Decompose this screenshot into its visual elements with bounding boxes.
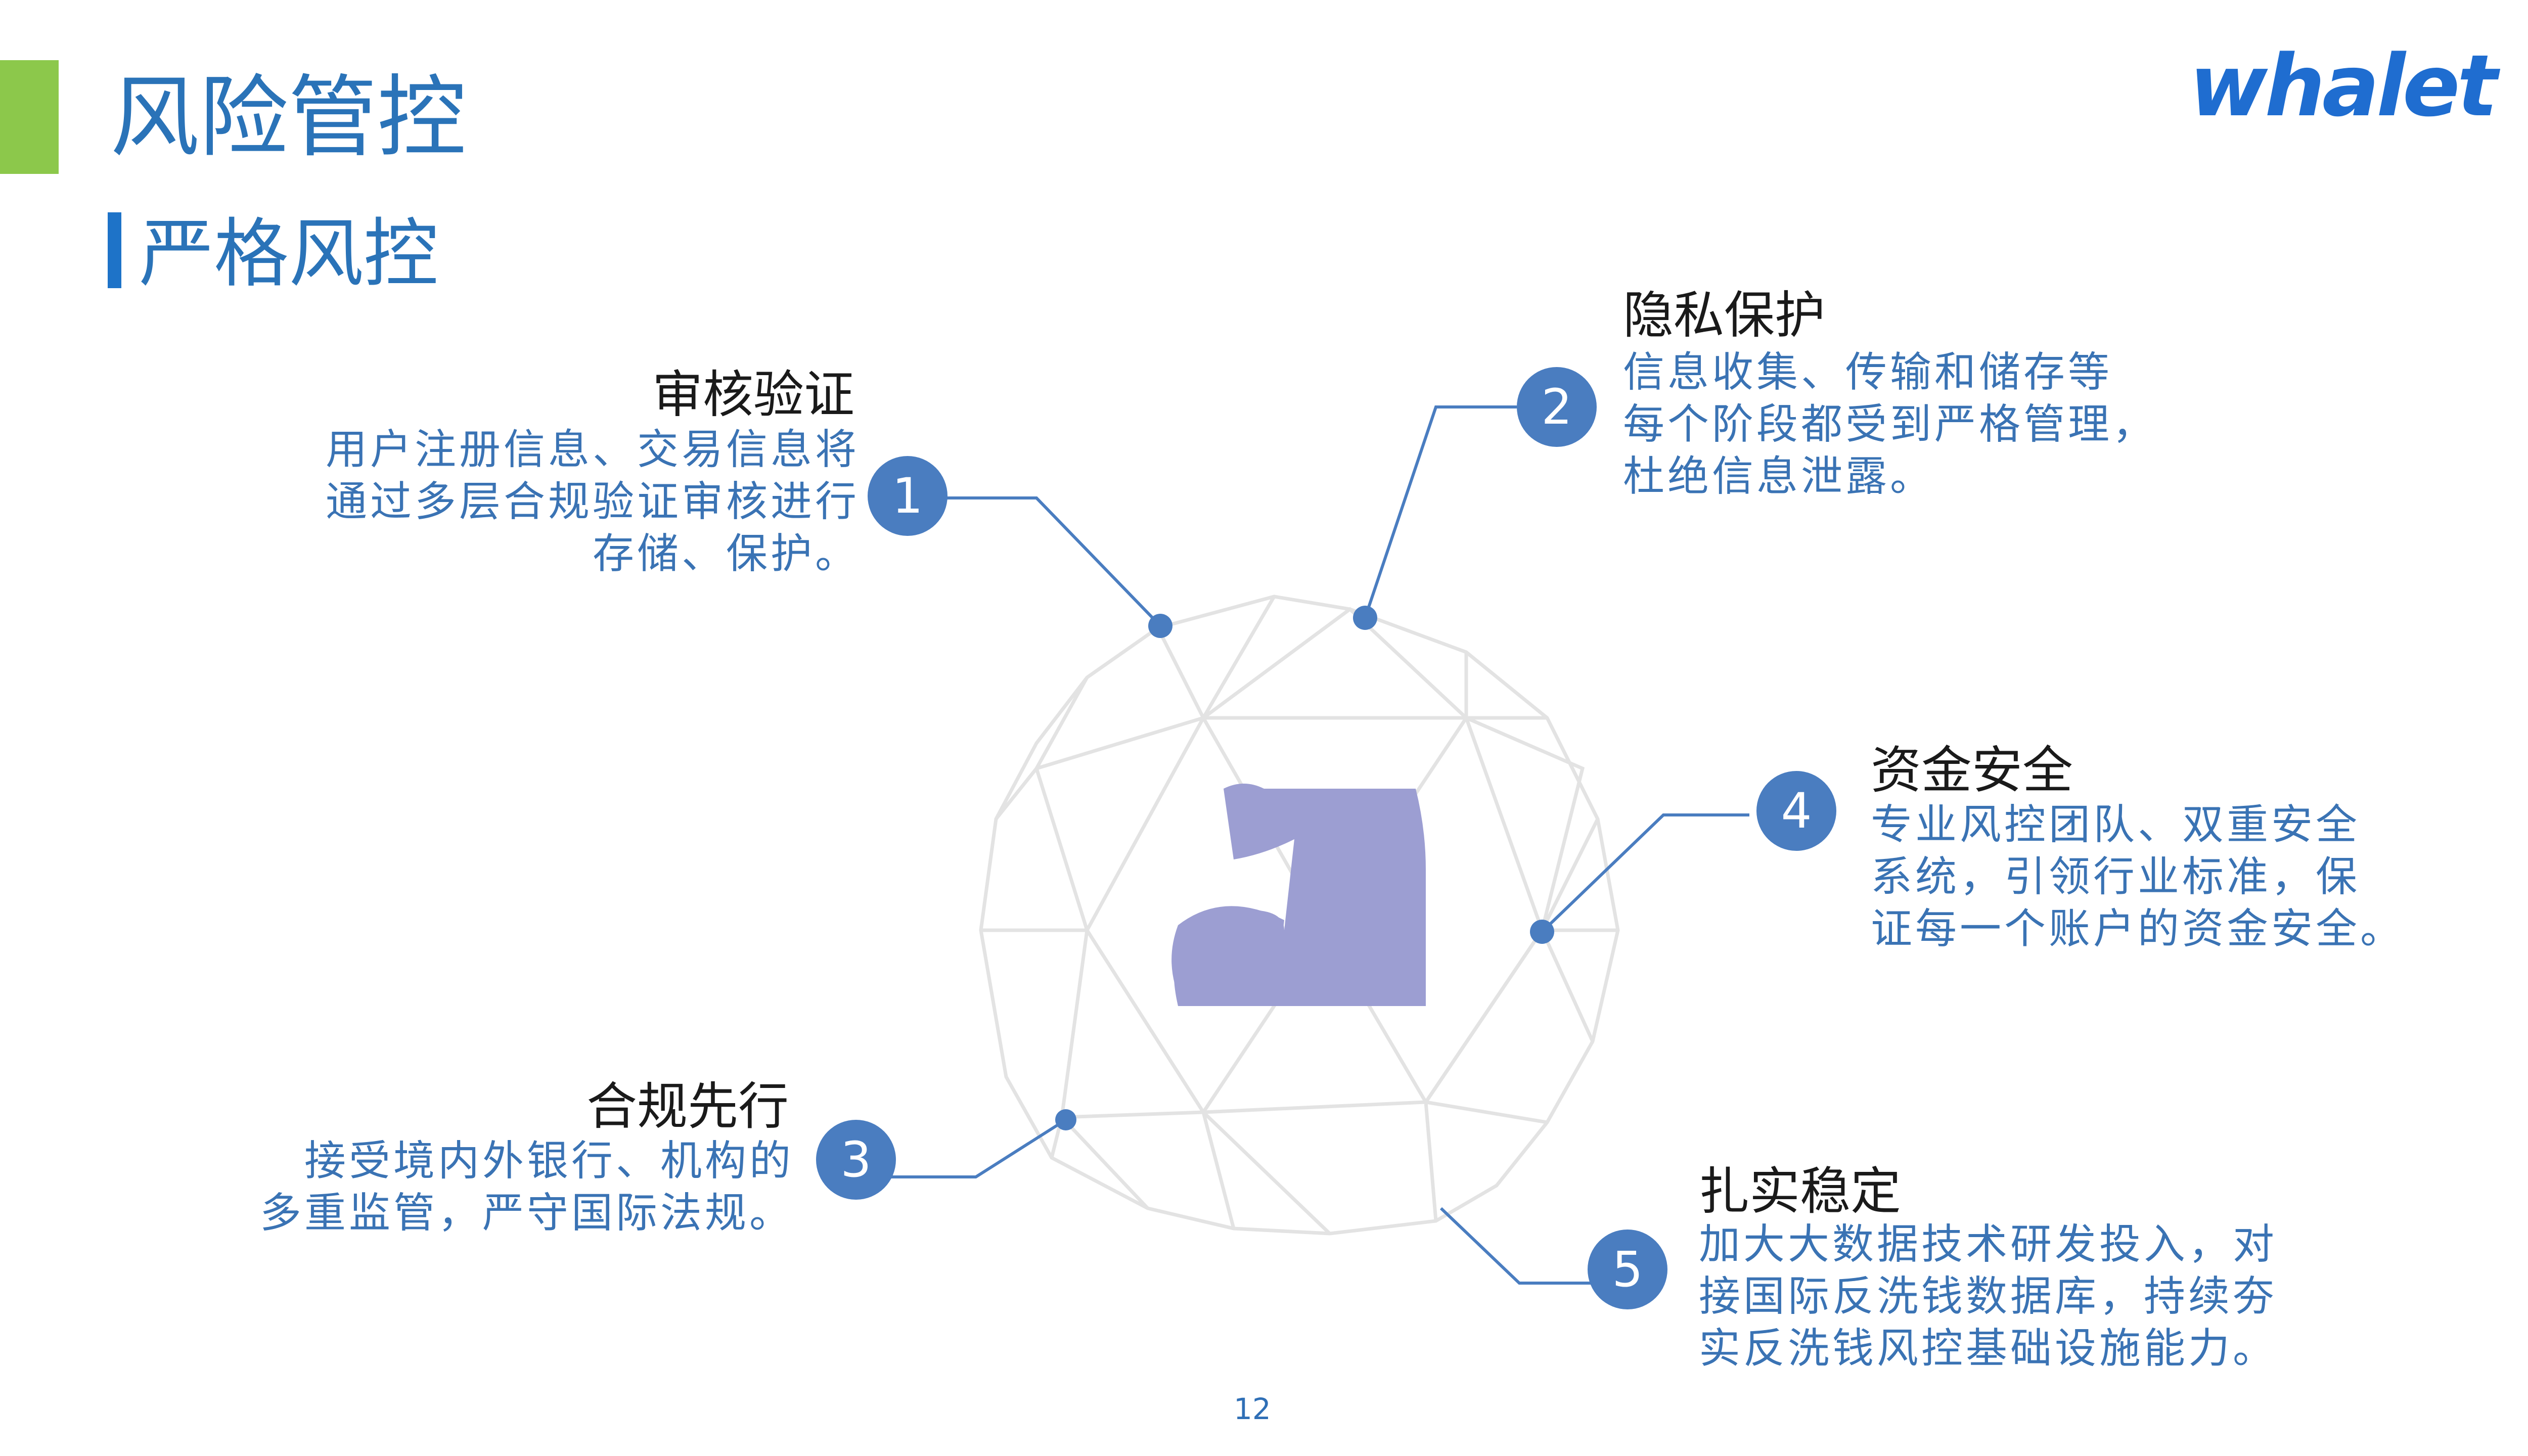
- step-badge-4: 4: [1756, 771, 1836, 851]
- accent-bar: [0, 60, 59, 174]
- feature-title-stability: 扎实稳定: [1699, 1162, 1901, 1221]
- feature-desc-line: 信息收集、传输和储存等: [1623, 348, 2113, 396]
- feature-desc-line: 多重监管，严守国际法规。: [259, 1189, 794, 1237]
- connector-dots: [1055, 606, 1554, 1130]
- wireframe-sphere-lines: [979, 595, 1620, 1236]
- page-title: 风险管控: [110, 66, 467, 169]
- page-number: 12: [1234, 1392, 1271, 1426]
- central-brand-mark-lower: [1171, 906, 1284, 1006]
- central-brand-mark: [1173, 784, 1426, 1006]
- step-badge-1: 1: [868, 456, 947, 536]
- section-title: 严格风控: [139, 210, 438, 297]
- step-badge-5: 5: [1588, 1230, 1667, 1309]
- feature-desc-audit: 用户注册信息、交易信息将 通过多层合规验证审核进行 存储、保护。: [288, 424, 860, 580]
- step-badge-2: 2: [1517, 367, 1597, 447]
- brand-logo: whalet: [2189, 36, 2498, 135]
- feature-title-fund-security: 资金安全: [1871, 741, 2073, 800]
- section-marker: [108, 212, 121, 288]
- feature-desc-line: 实反洗钱风控基础设施能力。: [1699, 1325, 2278, 1373]
- feature-desc-stability: 加大大数据技术研发投入，对 接国际反洗钱数据库，持续夯 实反洗钱风控基础设施能力…: [1699, 1218, 2277, 1375]
- feature-desc-line: 杜绝信息泄露。: [1623, 452, 1935, 500]
- feature-title-privacy: 隐私保护: [1623, 286, 1825, 345]
- feature-title-compliance: 合规先行: [586, 1077, 789, 1136]
- step-badge-3: 3: [816, 1120, 896, 1200]
- feature-desc-fund-security: 专业风控团队、双重安全 系统，引领行业标准，保 证每一个账户的资金安全。: [1871, 799, 2405, 955]
- feature-desc-line: 通过多层合规验证审核进行: [325, 478, 860, 526]
- feature-desc-compliance: 接受境内外银行、机构的 多重监管，严守国际法规。: [202, 1135, 794, 1239]
- feature-desc-line: 每个阶段都受到严格管理，: [1623, 400, 2157, 448]
- feature-desc-line: 加大大数据技术研发投入，对: [1699, 1220, 2278, 1268]
- feature-desc-line: 专业风控团队、双重安全: [1871, 801, 2361, 849]
- feature-desc-line: 接国际反洗钱数据库，持续夯: [1699, 1272, 2278, 1321]
- feature-desc-line: 系统，引领行业标准，保: [1871, 853, 2361, 901]
- feature-desc-line: 证每一个账户的资金安全。: [1871, 905, 2405, 953]
- feature-desc-line: 接受境内外银行、机构的: [304, 1137, 794, 1185]
- feature-desc-line: 存储、保护。: [592, 530, 860, 578]
- feature-desc-line: 用户注册信息、交易信息将: [325, 426, 860, 474]
- feature-title-audit: 审核验证: [652, 365, 854, 424]
- connector-lines: [890, 405, 1749, 1285]
- feature-desc-privacy: 信息收集、传输和储存等 每个阶段都受到严格管理， 杜绝信息泄露。: [1623, 346, 2157, 503]
